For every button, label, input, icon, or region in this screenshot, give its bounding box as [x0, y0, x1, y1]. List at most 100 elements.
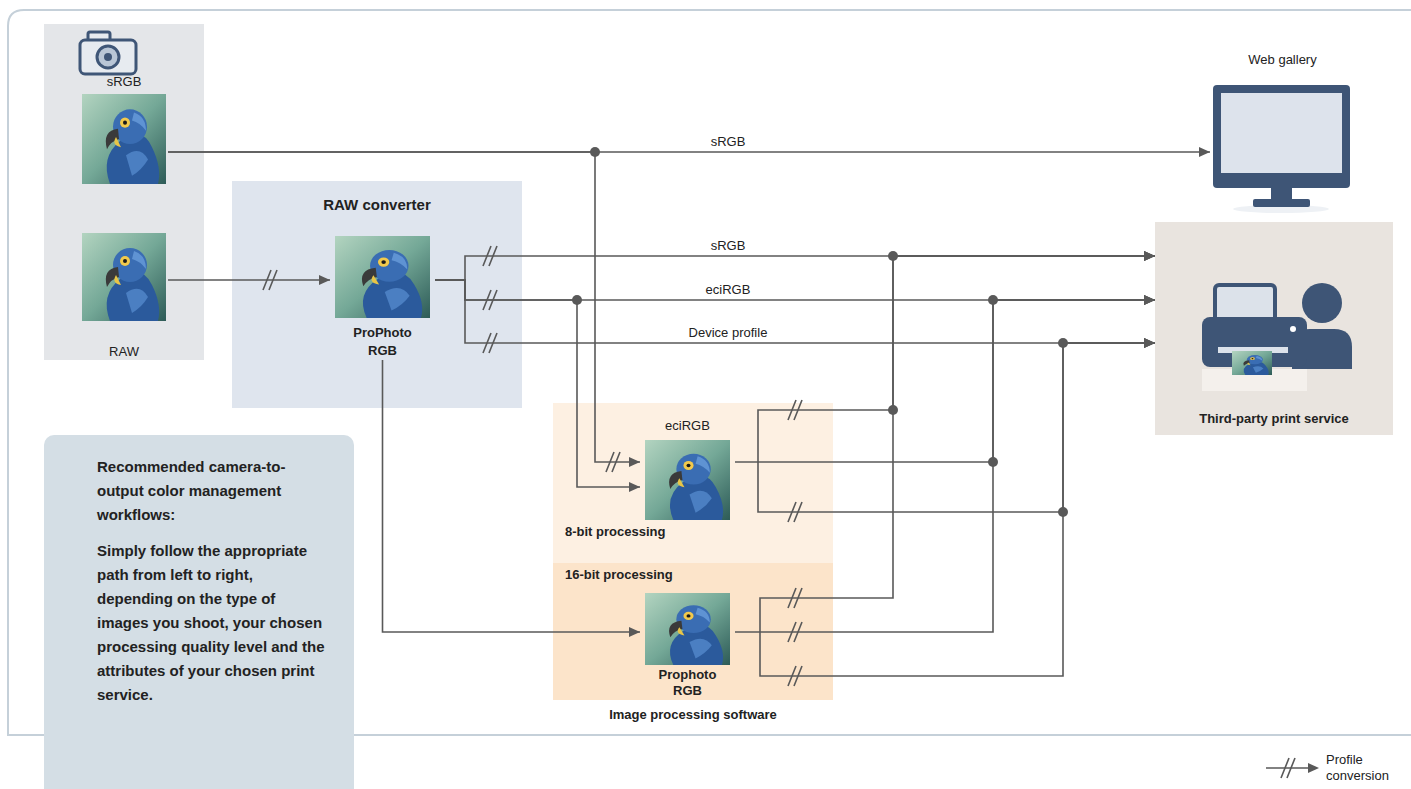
node-label: RAW converter [323, 197, 431, 213]
arrowhead [1144, 338, 1155, 348]
legend: Profile conversion [1266, 752, 1398, 784]
flow-connector [735, 251, 1155, 512]
outer-frame [8, 10, 1411, 735]
junction-dot [988, 295, 998, 305]
parrot-picture [82, 94, 166, 184]
conversion-mark [788, 400, 802, 420]
label-holder: eciRGB [706, 282, 751, 298]
node-label: eciRGB [665, 418, 710, 434]
printer-illustration [1202, 283, 1352, 391]
image-thumbnail: RAW [80, 233, 168, 360]
conversion-mark [483, 333, 497, 353]
processing-band: 16-bit processingProphoto RGB [553, 563, 833, 700]
conversion-mark [483, 290, 497, 310]
parrot-picture [645, 593, 730, 665]
legend-mark [1281, 758, 1295, 778]
flow-connector [435, 280, 1155, 305]
print-service-panel: Third-party print service [1155, 222, 1393, 435]
edge-group [168, 147, 1210, 676]
junction-dot [988, 457, 998, 467]
processing-band: 8-bit processing eciRGB [553, 403, 833, 563]
monitor-illustration [1213, 85, 1350, 213]
label-holder: sRGB [711, 134, 746, 150]
conversion-mark [263, 270, 277, 290]
node-label: sRGB [107, 74, 142, 90]
arrowhead [1144, 251, 1155, 261]
connector-line [168, 152, 640, 462]
flow-connector [168, 152, 640, 467]
label-holder: Device profile [689, 325, 768, 341]
image-thumbnail: ProPhoto RGB [330, 236, 435, 360]
arrowhead [629, 627, 640, 637]
parrot-picture [645, 440, 730, 520]
note-box: Recommended camera-to-output color manag… [44, 435, 354, 789]
monitor-picture [1213, 85, 1350, 213]
parrot-picture [335, 236, 430, 318]
arrowhead [629, 457, 640, 467]
camera-icon [80, 32, 136, 74]
arrowhead [1144, 338, 1155, 348]
connector-label: Device profile [689, 325, 768, 341]
legend-label: Profile conversion [1326, 752, 1398, 784]
arrowhead [1144, 251, 1155, 261]
camera-body [80, 40, 136, 74]
arrowhead [1144, 295, 1155, 305]
arrowhead [319, 275, 330, 285]
connector-line [435, 280, 1155, 343]
flow-connector [383, 360, 641, 637]
junction-dot [590, 147, 600, 157]
connector-line [168, 151, 1210, 153]
legend-line [1266, 767, 1308, 769]
connector-line [735, 256, 1155, 512]
camera-panel [44, 24, 204, 360]
connector-line [168, 279, 330, 281]
junction-dot [1058, 507, 1068, 517]
legend-arrowhead [1308, 763, 1319, 773]
conversion-mark [483, 246, 497, 266]
conversion-mark [788, 588, 802, 608]
legend-entry: Profile conversion [1266, 752, 1398, 784]
parrot-illustration [335, 236, 430, 318]
conversion-mark [606, 452, 620, 472]
conversion-mark [788, 622, 802, 642]
node-label: 16-bit processing [565, 567, 673, 583]
connector-line [435, 280, 640, 487]
camera-lens-center [104, 53, 112, 61]
software-panel: Image processing software 8-bit processin… [553, 403, 833, 723]
flow-connector [435, 280, 1155, 348]
flow-connector [168, 147, 1210, 157]
junction-dot [572, 295, 582, 305]
parrot-picture [82, 233, 166, 321]
connector-label: sRGB [711, 134, 746, 150]
node-label: Image processing software [609, 707, 777, 723]
junction-dot [1058, 338, 1068, 348]
junction-dots [572, 147, 1068, 517]
arrowhead [629, 482, 640, 492]
flow-connector [435, 251, 1155, 280]
node-body-text: Simply follow the appropriate path from … [97, 539, 326, 707]
converter-panel: RAW converterProPhoto RGB [232, 181, 522, 408]
legend-sample [1266, 756, 1320, 780]
image-thumbnail: sRGB [80, 74, 168, 190]
connector-line [435, 280, 1155, 300]
parrot-illustration [645, 440, 730, 520]
connector-line [383, 360, 641, 632]
parrot-illustration [82, 94, 166, 184]
arrowhead [1144, 251, 1155, 261]
label-holder: sRGB [711, 238, 746, 254]
flow-connector [735, 251, 1155, 676]
conversion-mark [788, 666, 802, 686]
printer-picture [1200, 277, 1355, 407]
connector-line [735, 256, 1155, 676]
camera-lens [97, 46, 119, 68]
junction-dot [888, 251, 898, 261]
conversion-mark [788, 502, 802, 522]
junction-dot [888, 405, 898, 415]
arrowhead [1199, 147, 1210, 157]
conversion-marks [263, 246, 802, 686]
arrowhead [1144, 338, 1155, 348]
node-label: 8-bit processing [565, 524, 665, 540]
parrot-illustration [82, 233, 166, 321]
